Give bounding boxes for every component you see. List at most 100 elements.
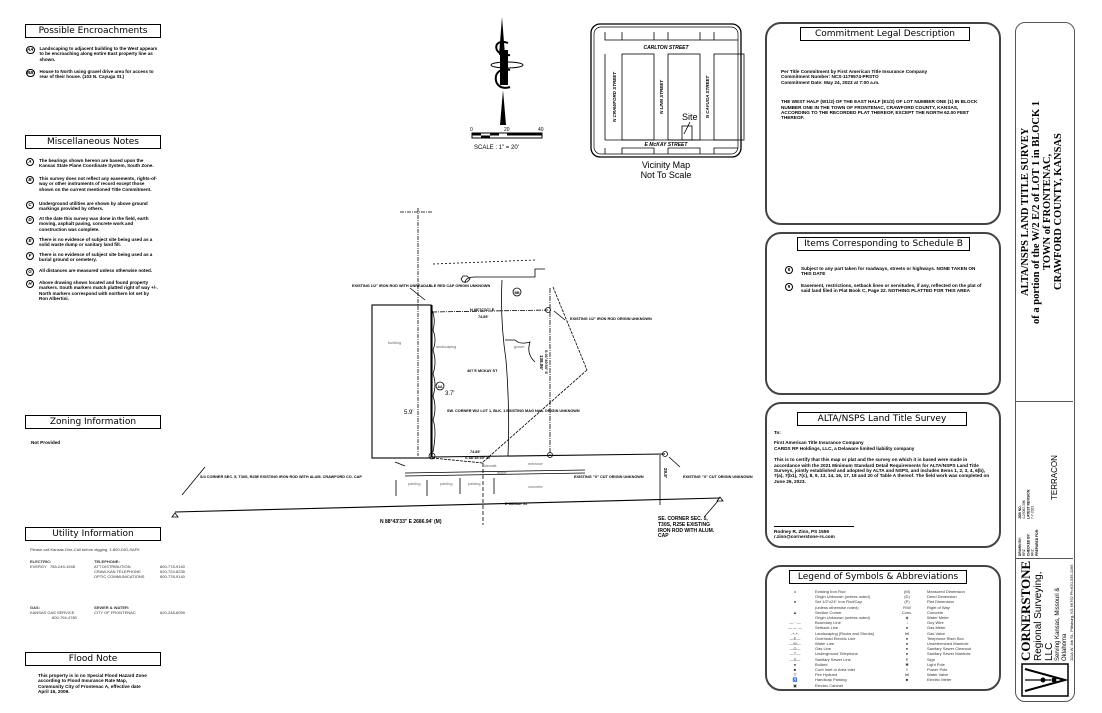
legend-entry: Sanitary Sewer Line: [815, 656, 851, 662]
note-text: All distances are measured unless otherw…: [39, 268, 153, 273]
certification-title: ALTA/NSPS Land Title Survey: [797, 412, 967, 426]
vicinity-not-to-scale: Not To Scale: [641, 170, 692, 180]
certification-panel: ALTA/NSPS Land Title Survey To: First Am…: [765, 402, 1001, 548]
legend-entry: Water Line: [815, 641, 835, 647]
legend-symbol-icon: —E—: [789, 635, 801, 641]
company-service-area: Serving Kansas, Missouri & Oklahoma: [1055, 587, 1068, 661]
dim-29-8: 29.8': [663, 468, 668, 478]
legend-entry: Handicap Parking: [815, 677, 847, 683]
street-mckay: E McKAY STREET: [645, 142, 689, 148]
note-text: Landscaping to adjacent building to the …: [39, 46, 158, 62]
commitment-title: Commitment Legal Description: [800, 27, 970, 41]
legend-symbol-icon: ✱: [905, 661, 909, 667]
legend-entry: Origin Unknown (unless noted): [815, 594, 870, 600]
street-cayuga: N CAYUGA STREET: [705, 75, 710, 119]
sw-corner-label: SW. CORNER W/2 LOT 1, BLK. 1 EXISTING MA…: [447, 409, 580, 413]
legend-entry: Set 1/2"x24" Iron Rod/Cap: [815, 599, 862, 605]
legend-entry: Section Corner: [815, 609, 842, 615]
parking-label-1: parking: [408, 482, 420, 486]
legend-symbol-icon: (D): [904, 594, 910, 600]
title-line-2: of a portion of the W/2 E/2 of LOT 1 in …: [1031, 100, 1042, 324]
encroachments-title: Possible Encroachments: [25, 24, 161, 38]
legend-symbol-icon: ¶: [905, 656, 909, 662]
gas-info: GAS: KANSAS GAS SERVICE 800-794-4780: [30, 605, 90, 620]
legend-entry: Power Pole: [927, 667, 948, 673]
legend-symbol-icon: o: [793, 589, 797, 594]
legend-entry: Guy Wire: [927, 620, 944, 626]
legend-symbol-icon: ▽: [793, 672, 797, 678]
legend-symbol-icon: —S—: [789, 656, 801, 662]
legend-entry: Origin Unknown (unless noted): [815, 615, 870, 621]
commitment-date: Commitment Date: May 24, 2023 at 7:00 a.…: [781, 79, 880, 85]
dig-safe-text: Please call Kansas One-Call before diggi…: [30, 547, 140, 552]
note-badge: D: [26, 216, 34, 224]
commitment-panel: Commitment Legal Description Per Title C…: [765, 22, 1001, 225]
electric-phone: 785-249-1948: [50, 564, 75, 569]
note-text: Above drawing shows located and found pr…: [39, 280, 158, 302]
misc-notes-title: Miscellaneous Notes: [25, 135, 161, 149]
legend-symbol-icon: —W—: [789, 641, 801, 647]
electric-label: ELECTRIC:: [30, 559, 52, 564]
concrete-label: concrete: [528, 485, 543, 489]
legend-symbol-icon: ▲: [793, 609, 797, 615]
legend-entry: Gas Line: [815, 646, 832, 652]
legend-entry: Electric Meter: [927, 677, 952, 683]
south-distance: 74.89': [470, 450, 481, 454]
sewer-phone: 620-248-6059: [160, 610, 185, 615]
legend-symbol-icon: ■: [793, 667, 797, 673]
legend-entry: Plat Dimension: [927, 599, 954, 605]
schedule-b-title: Items Corresponding to Schedule B: [797, 237, 970, 251]
legend-entry: Sign: [927, 656, 936, 662]
building-label: building: [388, 341, 401, 345]
legend-entry: Setback Line: [815, 625, 839, 631]
baseline-label: N 88°43'33" E 2686.94' (M): [380, 519, 442, 525]
legend-entry: Sanitary Sewer Manhole: [927, 651, 971, 657]
note-text: House to North using gravel drive area f…: [39, 69, 154, 80]
label-s4-corner: S/4 CORNER SEC. 5, T30S, R25E EXISTING I…: [200, 475, 362, 479]
legend-symbol-icon: ●: [905, 625, 909, 631]
legend-entry: Concrete: [927, 609, 944, 615]
signature-block: Rodney R. Zinn, PS 1559 r.zinn@cornersto…: [774, 526, 854, 540]
east-distance: 138.06': [539, 355, 544, 370]
commitment-company: Per Title Commitment by First American T…: [781, 69, 928, 74]
legend-entry: Curb Inlet or Area Inlet: [815, 667, 856, 673]
note-badge: E: [26, 237, 34, 245]
legend-symbol-icon: — · —: [789, 620, 801, 626]
legend-entry: Measured Dimension: [927, 589, 965, 594]
telephone-label: TELEPHONE:: [94, 559, 120, 564]
vicinity-caption: Vicinity Map: [642, 160, 690, 170]
east-bearing: S 01°40'54" E: [544, 350, 548, 375]
electric-info: ELECTRIC: EVERGY 785-249-1948: [30, 559, 90, 569]
legend-symbol-icon: ●: [905, 635, 909, 641]
street-crawford: N CRAWFORD STREET: [612, 71, 617, 122]
gas-phone: 800-794-4780: [52, 615, 77, 620]
title-line-4: CRAWFORD COUNTY, KANSAS: [1053, 133, 1064, 291]
south-bearing: S 88°46'39" W: [465, 456, 491, 460]
sidewalk-label: sidewalk: [482, 464, 497, 468]
legend-symbol-icon: ●: [905, 651, 909, 657]
legend-entry: Undetermined Manhole: [927, 641, 969, 647]
legend-symbol-icon: ●: [793, 599, 797, 605]
scale-tick-20: 20: [504, 127, 510, 133]
survey-drawing: AA BB EXISTING 1/2" IRON ROD WITH UNREAD…: [171, 208, 753, 525]
legend-entry: Telephone Riser Box: [927, 635, 964, 641]
sewer-name: CITY OF FRONTENAC: [94, 610, 136, 615]
legend-entry: Water Valve: [927, 672, 949, 678]
legend-symbol-icon: Conc.: [901, 609, 913, 615]
scale-label: SCALE : 1" = 20': [474, 145, 519, 151]
legend-entry: (unless otherwise noted): [815, 604, 859, 610]
note-text: Underground utilities are shown by above…: [39, 201, 148, 212]
gas-label: GAS:: [30, 605, 40, 610]
